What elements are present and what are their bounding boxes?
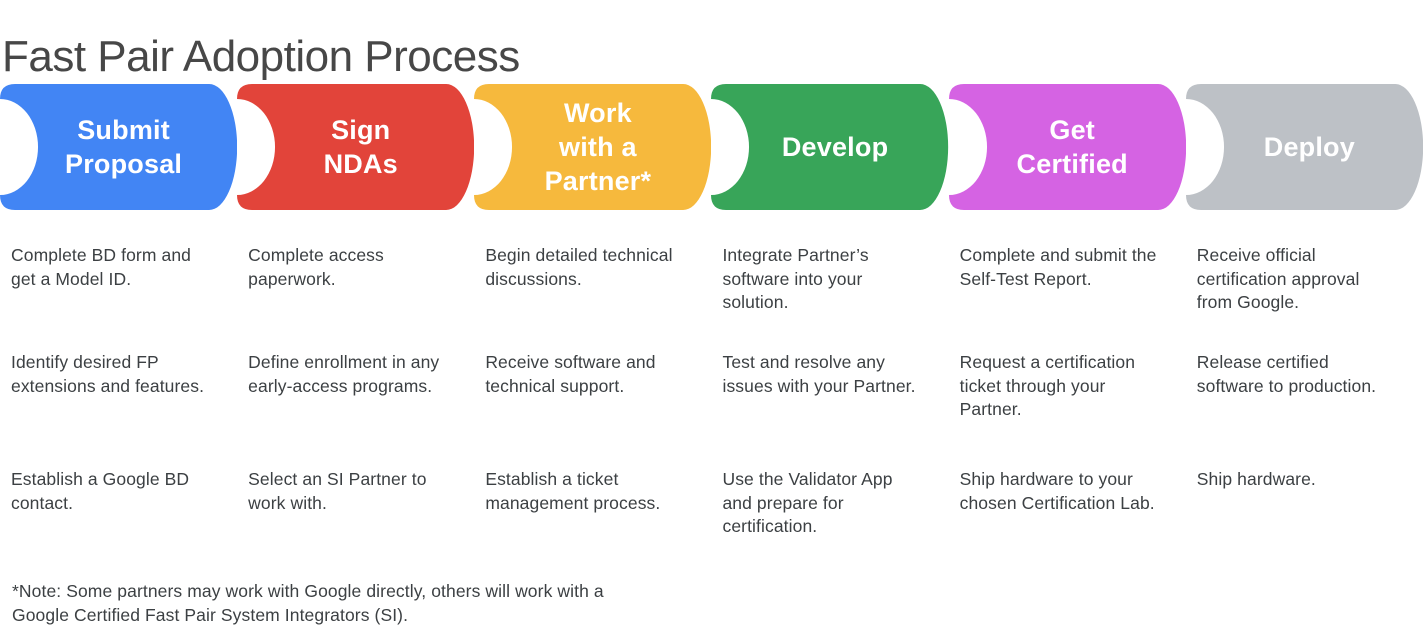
detail-item: Complete access paperwork. <box>248 245 384 289</box>
detail-item: Release certified software to production… <box>1196 352 1377 396</box>
step-pill-shape <box>474 84 712 210</box>
step-get-certified: Get Certified <box>948 84 1186 210</box>
detail-item: Receive official certification approval … <box>1196 245 1360 312</box>
detail-item: Identify desired FP extensions and featu… <box>11 352 205 396</box>
step-pill-shape <box>0 84 238 210</box>
step-develop: Develop <box>711 84 949 210</box>
step-pill-shape <box>711 84 949 210</box>
detail-item: Select an SI Partner to work with. <box>248 469 427 513</box>
step-label: Submit Proposal <box>65 114 183 179</box>
detail-item: Define enrollment in any early-access pr… <box>248 352 440 396</box>
step-label: Work with a Partner* <box>544 97 652 197</box>
step-work-with-partner: Work with a Partner* <box>474 84 712 210</box>
detail-item: Complete BD form and get a Model ID. <box>11 245 191 289</box>
detail-item: Integrate Partner’s software into your s… <box>722 245 869 312</box>
step-label: Develop <box>781 131 889 162</box>
step-label: Get Certified <box>1016 114 1128 179</box>
step-pill-path <box>711 84 949 210</box>
step-deploy: Deploy <box>1185 84 1423 210</box>
detail-item: Begin detailed technical discussions. <box>485 245 673 289</box>
step-submit-proposal: Submit Proposal <box>0 84 238 210</box>
detail-item: Ship hardware. <box>1196 469 1316 489</box>
process-footnote: *Note: Some partners may work with Googl… <box>12 581 604 625</box>
step-pill-shape <box>948 84 1186 210</box>
detail-item: Complete and submit the Self-Test Report… <box>959 245 1157 289</box>
step-label: Deploy <box>1263 131 1355 162</box>
step-pill-path <box>474 84 712 210</box>
step-pill-path <box>1185 84 1423 210</box>
step-sign-ndas: Sign NDAs <box>237 84 475 210</box>
page-title: Fast Pair Adoption Process <box>2 32 520 82</box>
detail-item: Receive software and technical support. <box>485 352 656 396</box>
detail-item: Request a certification ticket through y… <box>959 352 1136 419</box>
detail-item: Establish a Google BD contact. <box>11 469 190 513</box>
detail-item: Establish a ticket management process. <box>485 469 661 513</box>
detail-item: Ship hardware to your chosen Certificati… <box>959 469 1155 513</box>
step-detail-grid: Complete BD form and get a Model ID. Com… <box>0 244 1423 539</box>
step-pill-path <box>0 84 238 210</box>
step-pill-shape <box>1185 84 1423 210</box>
step-pill-shape <box>237 84 475 210</box>
detail-item: Test and resolve any issues with your Pa… <box>722 352 916 396</box>
step-pill-path <box>237 84 475 210</box>
step-label: Sign NDAs <box>323 114 398 179</box>
detail-item: Use the Validator App and prepare for ce… <box>722 469 893 536</box>
step-pill-path <box>948 84 1186 210</box>
process-step-band: Submit Proposal Sign NDAs Work with a Pa… <box>0 84 1423 210</box>
